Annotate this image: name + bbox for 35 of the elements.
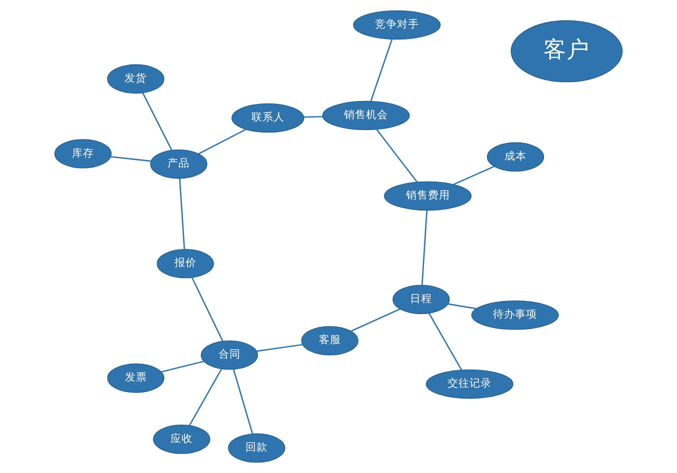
connector [350, 308, 400, 332]
connector [256, 344, 303, 352]
connector [421, 210, 428, 286]
node-ellipse: 库存 [54, 139, 112, 168]
node-ellipse: 联系人 [232, 103, 304, 133]
connector [304, 116, 323, 118]
node-ellipse: 发票 [107, 364, 164, 393]
connector [376, 129, 418, 183]
node-ellipse: 待办事项 [471, 300, 559, 330]
connector [161, 360, 204, 373]
connector [110, 156, 151, 162]
node-ellipse: 发货 [107, 64, 164, 94]
connector [453, 166, 495, 186]
connector [188, 368, 222, 426]
connector [232, 369, 254, 434]
node-ellipse: 成本 [486, 142, 544, 172]
node-ellipse: 日程 [392, 284, 450, 314]
node-ellipse: 报价 [156, 248, 214, 278]
node-ellipse: 销售机会 [322, 100, 410, 130]
node-ellipse: 产品 [150, 149, 208, 179]
node-ellipse: 交往记录 [426, 369, 514, 399]
node-ellipse: 销售费用 [384, 181, 472, 211]
connector [191, 277, 224, 342]
connector [428, 312, 462, 370]
connector [370, 38, 393, 102]
connector [448, 303, 477, 310]
connector [198, 128, 246, 154]
node-ellipse: 合同 [200, 340, 258, 370]
node-ellipse: 竞争对手 [353, 10, 441, 40]
node-ellipse: 回款 [228, 433, 286, 463]
node-ellipse: 客服 [301, 326, 358, 356]
node-ellipse: 应收 [153, 424, 210, 454]
connector [179, 178, 186, 250]
node-ellipse: 客户 [510, 20, 623, 82]
connector [142, 92, 172, 151]
